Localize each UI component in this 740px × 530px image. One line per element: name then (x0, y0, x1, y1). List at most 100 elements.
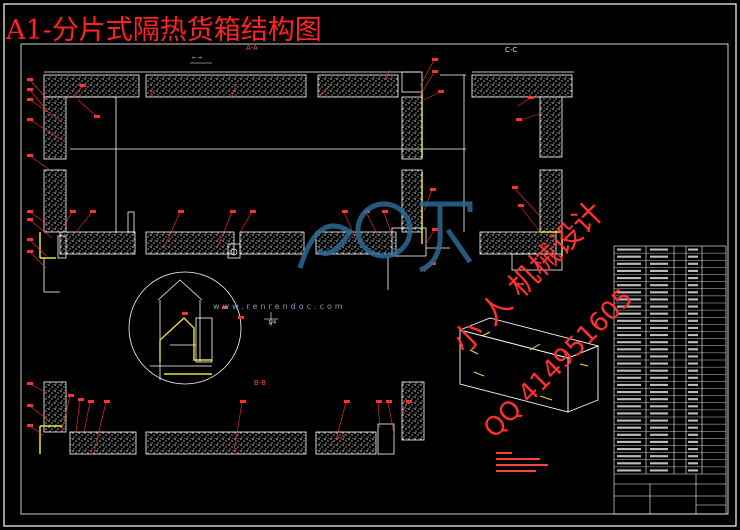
panel-b-3 (315, 431, 377, 455)
bom-cell-mark (650, 469, 668, 472)
bom-cell-mark (617, 469, 641, 472)
bom-cell-mark (650, 405, 668, 408)
panel-b-left (43, 381, 67, 433)
isometric-box-arrows (469, 331, 589, 401)
bom-cell-mark (617, 348, 641, 351)
bom-cell-mark (688, 390, 698, 394)
scale-label: 1/4 (268, 320, 277, 326)
bom-cell-mark (617, 447, 641, 451)
inner-frame (20, 43, 729, 515)
panel-top-3 (317, 74, 399, 98)
panel-top-1 (43, 74, 140, 98)
bom-cell-mark (617, 248, 641, 251)
bom-cell-mark (617, 433, 641, 436)
watermark-logo (297, 201, 473, 273)
bom-cell-mark (688, 305, 698, 308)
bom-cell-mark (617, 255, 641, 258)
bom-cell-mark (617, 419, 641, 422)
bom-cell-mark (617, 284, 641, 287)
bom-cell-mark (617, 276, 641, 280)
bom-cell-mark (617, 440, 641, 444)
bom-cell-mark (650, 312, 668, 315)
bom-cell-mark (650, 362, 668, 365)
bom-cell-mark (650, 305, 668, 308)
bom-cell-mark (650, 462, 668, 465)
panel-left-lower (43, 169, 67, 233)
bom-cell-mark (688, 291, 698, 294)
bom-cell-mark (688, 412, 698, 415)
section-a-a (43, 74, 423, 255)
bom-cell-mark (650, 341, 668, 344)
bom-rows (614, 248, 726, 472)
bom-cell-mark (650, 426, 668, 429)
bom-cell-mark (617, 362, 641, 365)
bom-cell-mark (688, 276, 698, 280)
bom-cell-mark (650, 455, 668, 458)
yellow-seals-a (39, 92, 423, 259)
bom-cell-mark (617, 269, 641, 273)
panel-b-1 (69, 431, 137, 455)
panel-bottom-2 (145, 231, 235, 255)
panel-bottom-1 (59, 231, 136, 255)
bom-cell-mark (650, 348, 668, 351)
yellow-seals-c (540, 231, 563, 256)
panel-b-right (401, 381, 425, 441)
panel-door-lower (401, 169, 423, 233)
bom-cell-mark (650, 333, 668, 337)
bom-cell-mark (650, 447, 668, 451)
bom-cell-mark (650, 298, 668, 301)
bom-cell-mark (617, 291, 641, 294)
section-label-a-a: A-A (246, 44, 258, 52)
bom-cell-mark (688, 284, 698, 287)
bom-cell-mark (650, 248, 668, 251)
bom-cell-mark (688, 376, 698, 379)
bom-cell-mark (688, 348, 698, 351)
bom-cell-mark (688, 298, 698, 301)
drawing-title: A1-分片式隔热货箱结构图 (6, 15, 322, 46)
bom-cell-mark (688, 440, 698, 444)
bom-cell-mark (688, 312, 698, 315)
bom-cell-mark (617, 462, 641, 465)
bom-cell-mark (650, 433, 668, 436)
bom-cell-mark (688, 255, 698, 258)
bom-cell-mark (617, 412, 641, 415)
panel-left-upper (43, 96, 67, 160)
bom-cell-mark (688, 248, 698, 251)
bom-cell-mark (688, 362, 698, 365)
bom-cell-mark (617, 455, 641, 458)
bom-cell-mark (617, 262, 641, 265)
bom-cell-mark (617, 298, 641, 301)
bom-cell-mark (688, 341, 698, 344)
bom-cell-mark (617, 426, 641, 429)
outer-frame (3, 3, 737, 527)
bom-cell-mark (617, 369, 641, 372)
bom-cell-mark (688, 419, 698, 422)
bom-cell-mark (617, 405, 641, 408)
bom-cell-mark (650, 319, 668, 322)
bom-cell-mark (617, 376, 641, 379)
bom-cell-mark (650, 369, 668, 372)
bom-cell-mark (688, 405, 698, 408)
bom-cell-mark (688, 398, 698, 401)
bom-cell-mark (617, 383, 641, 387)
section-b-b (43, 381, 425, 455)
bom-cell-mark (650, 284, 668, 287)
bom-cell-mark (688, 355, 698, 358)
leader-tags (27, 58, 534, 427)
bom-cell-mark (688, 333, 698, 337)
bom-cell-mark (688, 262, 698, 265)
bom-cell-mark (617, 398, 641, 401)
section-b-b-outline (377, 423, 395, 455)
bom-cell-mark (688, 369, 698, 372)
bom-cell-mark (650, 269, 668, 273)
bom-cell-mark (650, 440, 668, 444)
panel-c-top (471, 74, 573, 98)
section-label-b-b: B-B (254, 379, 266, 387)
bom-cell-mark (688, 462, 698, 465)
bom-cell-mark (650, 255, 668, 258)
bom-cell-mark (650, 383, 668, 387)
bom-cell-mark (617, 341, 641, 344)
bom-cell-mark (617, 390, 641, 394)
panel-door-upper (401, 96, 423, 160)
